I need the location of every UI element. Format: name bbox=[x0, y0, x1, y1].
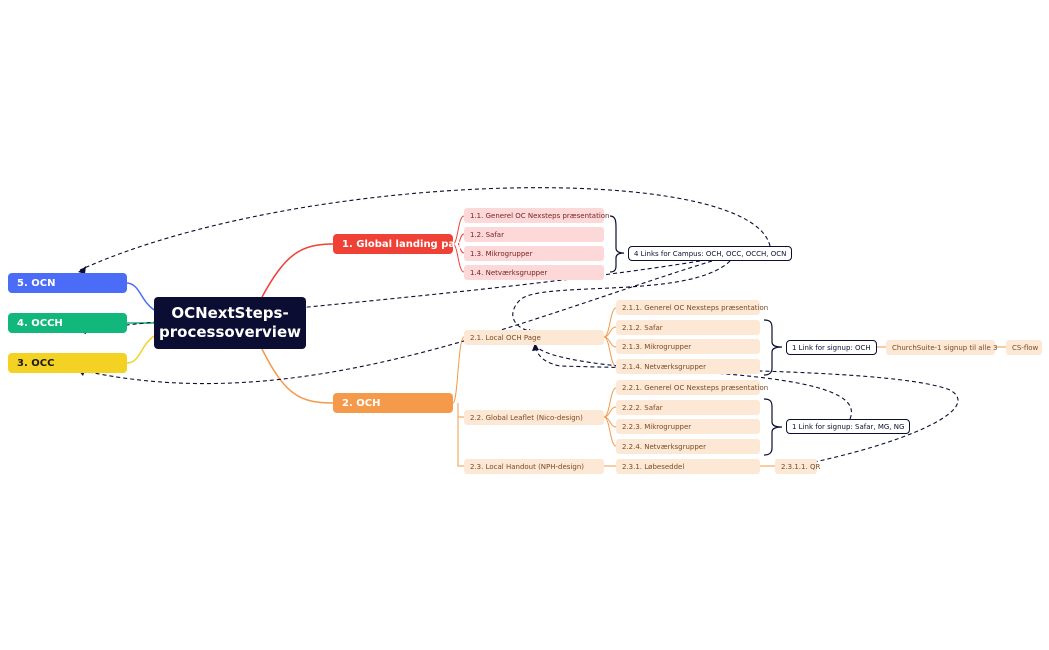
local-page-sub-3[interactable]: 2.1.3. Mikrogrupper bbox=[616, 339, 760, 354]
arrow-links-to-och-page bbox=[512, 260, 731, 333]
leaflet-sub-2[interactable]: 2.2.2. Safar bbox=[616, 400, 760, 415]
och-local-page[interactable]: 2.1. Local OCH Page bbox=[464, 330, 604, 345]
och-page-bracket bbox=[763, 319, 783, 376]
cs-flow-node[interactable]: CS-flow bbox=[1006, 340, 1042, 355]
global-sub-1[interactable]: 1.1. Generel OC Nexsteps præsentation bbox=[464, 208, 609, 223]
connector-global-subs bbox=[452, 215, 465, 273]
och-global-leaflet[interactable]: 2.2. Global Leaflet (Nico-design) bbox=[464, 410, 604, 425]
leaflet-sub-4[interactable]: 2.2.4. Netværksgrupper bbox=[616, 439, 760, 454]
local-page-sub-2[interactable]: 2.1.2. Safar bbox=[616, 320, 760, 335]
topic-ocn[interactable]: 5. OCN bbox=[8, 273, 127, 293]
arrow-qr-to-och-page bbox=[535, 344, 959, 466]
connector-och bbox=[261, 348, 334, 404]
global-sub-2[interactable]: 1.2. Safar bbox=[464, 227, 604, 242]
topic-occ[interactable]: 3. OCC bbox=[8, 353, 127, 373]
leaflet-bracket bbox=[763, 398, 783, 456]
arrowhead-och-page-2 bbox=[532, 343, 539, 351]
handout-qr[interactable]: 2.3.1.1. QR bbox=[775, 459, 820, 474]
arrow-links-to-occh bbox=[79, 260, 701, 331]
leaflet-sub-1[interactable]: 2.2.1. Generel OC Nexsteps præsentation bbox=[616, 380, 768, 395]
global-sub-4[interactable]: 1.4. Netværksgrupper bbox=[464, 265, 604, 280]
central-title-line1: OCNextSteps- bbox=[171, 304, 289, 322]
leaflet-signup-note[interactable]: 1 Link for signup: Safar, MG, NG bbox=[786, 419, 911, 434]
arrowhead-ocn bbox=[78, 266, 86, 274]
connector-21-children bbox=[603, 307, 617, 367]
leaflet-sub-3[interactable]: 2.2.3. Mikrogrupper bbox=[616, 419, 760, 434]
central-topic[interactable]: OCNextSteps-processoverview bbox=[154, 297, 306, 349]
arrow-links-to-occ bbox=[79, 260, 713, 385]
local-page-sub-1[interactable]: 2.1.1. Generel OC Nexsteps præsentation bbox=[616, 300, 768, 315]
local-page-sub-4[interactable]: 2.1.4. Netværksgrupper bbox=[616, 359, 760, 374]
och-local-handout[interactable]: 2.3. Local Handout (NPH-design) bbox=[464, 459, 604, 474]
och-signup-note[interactable]: 1 Link for signup: OCH bbox=[786, 340, 877, 355]
topic-global-landing-page[interactable]: 1. Global landing page bbox=[333, 234, 469, 254]
topic-occh[interactable]: 4. OCCH bbox=[8, 313, 127, 333]
global-sub-3[interactable]: 1.3. Mikrogrupper bbox=[464, 246, 604, 261]
arrow-links-to-ocn bbox=[79, 187, 771, 271]
connector-global bbox=[261, 243, 334, 298]
central-title-line2: processoverview bbox=[159, 323, 301, 341]
handout-sub-1[interactable]: 2.3.1. Løbeseddel bbox=[616, 459, 760, 474]
topic-och[interactable]: 2. OCH bbox=[333, 393, 453, 413]
churchsuite-node[interactable]: ChurchSuite-1 signup til alle 3 bbox=[886, 340, 997, 355]
connector-och-subs bbox=[452, 336, 465, 467]
connector-ocn bbox=[126, 282, 155, 311]
connector-occ bbox=[126, 335, 155, 364]
connector-22-children bbox=[603, 387, 617, 447]
global-links-note[interactable]: 4 Links for Campus: OCH, OCC, OCCH, OCN bbox=[628, 246, 793, 261]
global-bracket bbox=[609, 215, 625, 273]
